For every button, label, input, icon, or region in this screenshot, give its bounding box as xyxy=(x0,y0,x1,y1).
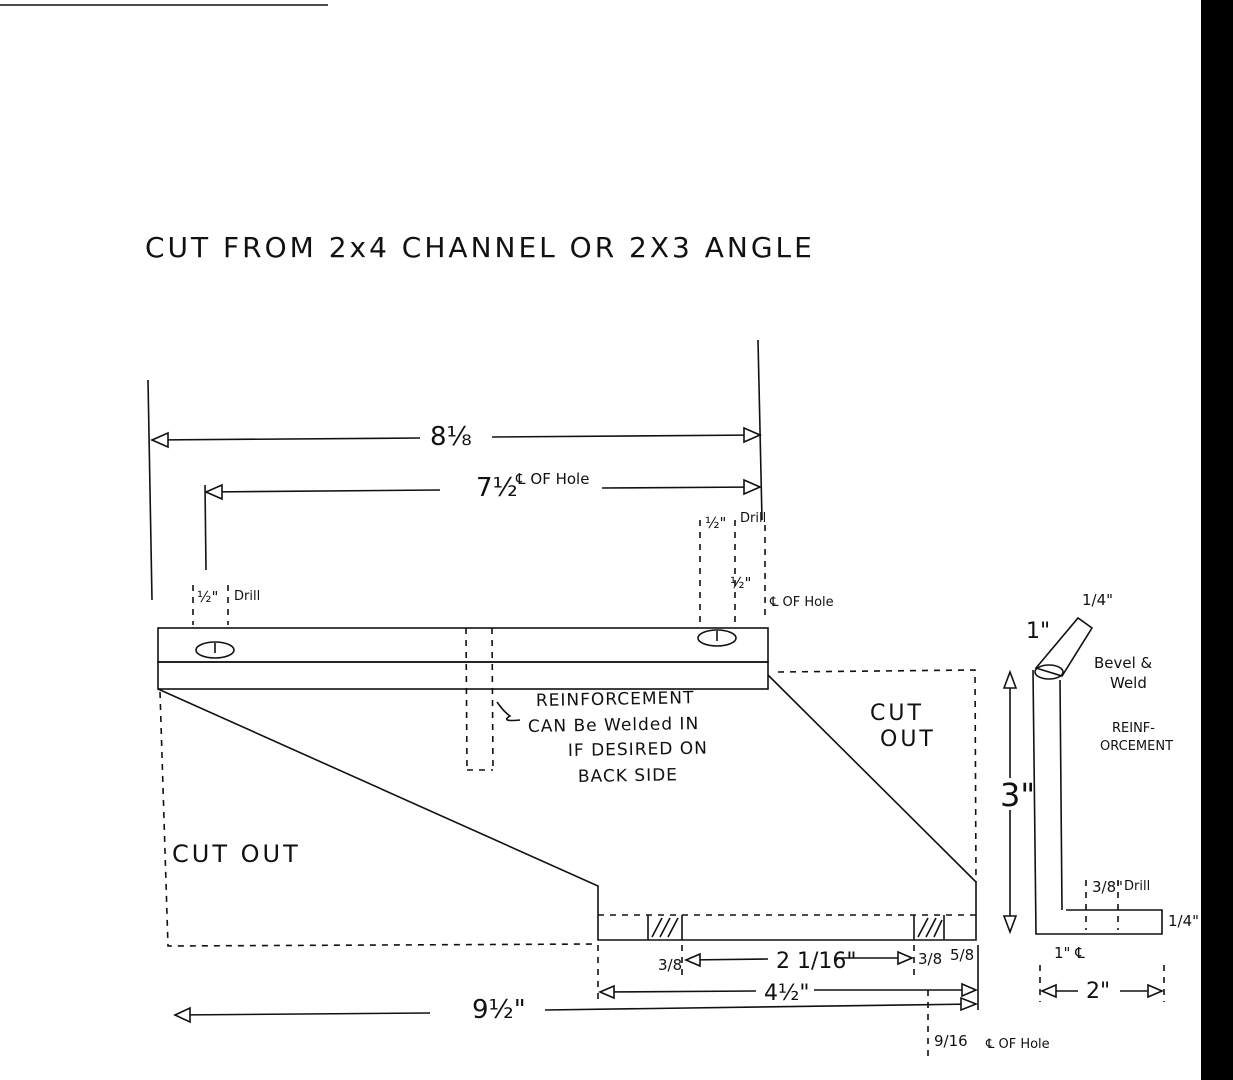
dim-bottom-right-slot: 3/8 xyxy=(918,950,942,968)
dim-7-1-2-line-right xyxy=(601,486,761,489)
left-bolt-hole xyxy=(195,641,235,659)
dim-2-1-16-arrow-left xyxy=(683,952,701,968)
dim-8-1-8-arrow-left xyxy=(150,431,169,449)
dim-9-1-2-line-right xyxy=(544,1003,977,1011)
dim-9-1-2-arrow-left xyxy=(173,1006,191,1024)
dim-hole-center-span: 7½ xyxy=(476,473,518,503)
reinforcement-dash-a xyxy=(465,627,468,771)
dim-bottom-hole-offset-note: ℄ OF Hole xyxy=(985,1037,1050,1052)
bevel-note-1: Bevel & xyxy=(1094,654,1153,672)
side-width: 2" xyxy=(1086,979,1110,1004)
reinforcement-note-2: CAN Be Welded IN xyxy=(528,714,700,737)
cut-out-right-boundary xyxy=(777,669,977,883)
dim-overall-top: 8⅛ xyxy=(430,422,472,452)
cut-out-right-label-2: OUT xyxy=(880,727,936,752)
right-drill-note: Drill xyxy=(740,511,766,526)
dim-9-1-2-line-left xyxy=(174,1012,431,1016)
bevel-note-2: Weld xyxy=(1110,674,1147,692)
dim-hole-center-span-note: ℄ OF Hole xyxy=(515,470,589,488)
right-extension-line xyxy=(757,339,763,521)
side-bevel-length: 1" xyxy=(1026,619,1050,644)
side-drill: 3/8" xyxy=(1092,878,1123,896)
dim-bottom-overall: 9½" xyxy=(472,995,526,1025)
side-profile-outer xyxy=(1032,669,1163,935)
dim-bottom-middle: 2 1/16" xyxy=(776,949,857,974)
cut-out-left-label: CUT OUT xyxy=(172,840,301,868)
side-profile-inner xyxy=(1059,679,1063,911)
right-hole-center: ½" xyxy=(730,574,751,592)
cut-out-right-label-1: CUT xyxy=(870,701,924,726)
dim-4-1-2-arrow-left xyxy=(597,984,615,1000)
right-drill-size: ½" xyxy=(705,514,726,532)
reinforcement-leader xyxy=(496,701,521,722)
dim-8-1-8-line-right xyxy=(491,434,761,438)
reinforcement-note-3: IF DESIRED ON xyxy=(568,739,708,761)
dim-7-1-2-line-left xyxy=(205,489,441,493)
dim-bottom-right-edge: 5/8 xyxy=(950,946,974,964)
side-height: 3" xyxy=(1000,776,1035,814)
side-width-arrow-left xyxy=(1039,983,1057,999)
side-dim-3-arrow-bottom xyxy=(1002,915,1018,935)
drawing-title: CUT FROM 2x4 CHANNEL OR 2X3 ANGLE xyxy=(145,231,815,264)
side-dim-3-arrow-top xyxy=(1002,669,1018,689)
dim-bottom-hole-offset: 9/16 xyxy=(934,1032,968,1050)
side-bevel-leg xyxy=(1034,616,1094,677)
reinforcement-note-1: REINFORCEMENT xyxy=(536,688,695,711)
dim-4-1-2-arrow-right xyxy=(961,982,979,998)
bracket-top-flange xyxy=(157,627,769,663)
dim-8-1-8-arrow-right xyxy=(743,426,762,444)
dim-4-1-2-line-left xyxy=(599,990,757,993)
side-width-arrow-right xyxy=(1147,983,1165,999)
reinforcement-dash-b xyxy=(491,627,494,771)
hole-extension-line xyxy=(204,484,207,571)
slot-left-hatch xyxy=(651,917,679,938)
slot-right-hatch xyxy=(917,917,943,938)
side-thickness: 1/4" xyxy=(1168,912,1199,930)
left-extension-line xyxy=(147,379,153,601)
dim-bottom-left-slot: 3/8 xyxy=(658,956,682,974)
side-weld-bead xyxy=(1034,664,1064,680)
side-center: 1" ℄ xyxy=(1054,944,1085,962)
bracket-body-profile xyxy=(157,674,977,941)
reinforcement-note-4: BACK SIDE xyxy=(578,765,678,787)
side-drill-note: Drill xyxy=(1124,879,1150,894)
right-bolt-hole xyxy=(697,629,737,647)
bracket-top-web xyxy=(157,661,769,690)
side-bevel-thickness: 1/4" xyxy=(1082,591,1113,609)
dim-bottom-four-half: 4½" xyxy=(764,981,809,1006)
side-dim-3-gap xyxy=(998,778,1024,810)
dim-7-1-2-arrow-right xyxy=(743,478,762,496)
cut-out-left-boundary xyxy=(159,691,599,947)
dim-8-1-8-line-left xyxy=(151,437,421,441)
side-reinf-note-1: REINF- xyxy=(1112,721,1155,736)
dim-7-1-2-arrow-left xyxy=(204,483,223,501)
dim-2-1-16-arrow-right xyxy=(897,950,915,966)
right-hole-center-note: ℄ OF Hole xyxy=(769,595,834,610)
side-reinf-note-2: ORCEMENT xyxy=(1100,739,1173,754)
right-scan-border xyxy=(1201,0,1233,1080)
left-drill-note: Drill xyxy=(234,589,260,604)
left-drill-size: ½" xyxy=(197,588,218,606)
dim-9-1-2-arrow-right xyxy=(960,996,979,1012)
